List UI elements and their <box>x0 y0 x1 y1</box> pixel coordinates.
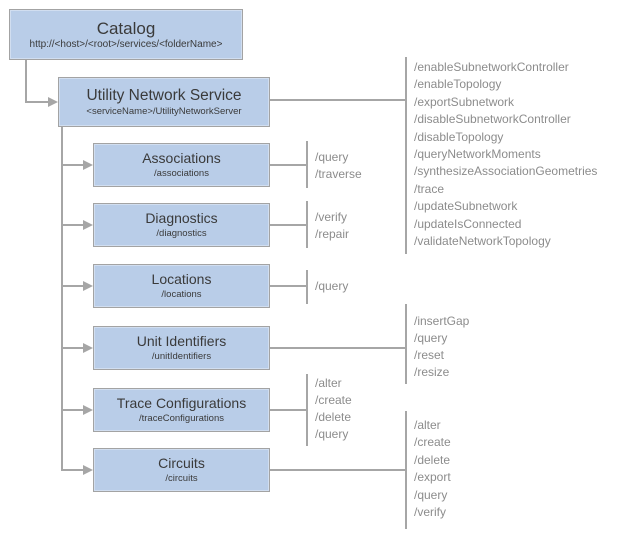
operation-label: /delete <box>315 410 352 424</box>
trace-configurations-url: /traceConfigurations <box>138 412 225 424</box>
connector-branch-circuits <box>61 469 85 471</box>
operation-label: /trace <box>414 181 445 196</box>
operation-label: /query <box>315 279 349 293</box>
connector-catalog-branch <box>25 101 49 103</box>
operation-label: /insertGap <box>414 314 470 328</box>
operation-label: /delete <box>414 452 451 467</box>
circuits-url: /circuits <box>165 472 198 484</box>
operation-label: /resize <box>414 365 450 379</box>
circuits-operations-list: /alter /create /delete /export /query /v… <box>414 417 451 521</box>
operation-label: /enableSubnetworkController <box>414 60 569 74</box>
operation-label: /synthesizeAssociationGeometries <box>414 164 598 179</box>
operation-label: /alter <box>414 418 441 432</box>
operation-label: /create <box>315 393 352 407</box>
associations-operations-list: /query /traverse <box>315 149 362 183</box>
connector-locations-operations <box>270 285 307 287</box>
connector-branch-unit-identifiers <box>61 347 85 349</box>
connector-trace-configurations-operations <box>270 409 307 411</box>
trace-configurations-title: Trace Configurations <box>116 395 247 412</box>
unit-identifiers-url: /unitIdentifiers <box>151 350 212 362</box>
operation-label: /export <box>414 470 451 485</box>
locations-title: Locations <box>151 271 212 288</box>
operation-label: /validateNetworkTopology <box>414 234 551 249</box>
operation-label: /disableTopology <box>414 129 504 144</box>
connector-service-operations <box>270 99 406 101</box>
circuits-title: Circuits <box>158 455 205 472</box>
locations-operations-list: /query <box>315 278 348 295</box>
connector-branch-diagnostics <box>61 224 85 226</box>
connector-catalog-trunk <box>25 60 27 103</box>
locations-node: Locations /locations <box>93 264 270 308</box>
connector-circuits-operations <box>270 469 406 471</box>
associations-url: /associations <box>154 167 209 179</box>
connector-diagnostics-operations <box>270 224 307 226</box>
operation-label: /query <box>414 487 448 502</box>
bar-locations-operations <box>306 270 308 304</box>
operation-label: /query <box>315 150 349 164</box>
bar-service-operations <box>405 57 407 254</box>
operation-label: /query <box>414 331 448 345</box>
connector-associations-operations <box>270 164 307 166</box>
bar-unit-identifiers-operations <box>405 304 407 384</box>
unit-identifiers-operations-list: /insertGap /query /reset /resize <box>414 313 469 381</box>
operation-label: /create <box>414 435 451 450</box>
arrowhead-trace-configurations <box>83 405 93 415</box>
operation-label: /queryNetworkMoments <box>414 147 541 162</box>
operation-label: /verify <box>414 505 447 520</box>
catalog-url: http://<host>/<root>/services/<folderNam… <box>29 39 223 51</box>
service-url: <serviceName>/UtilityNetworkServer <box>86 105 242 117</box>
operation-label: /reset <box>414 348 445 362</box>
operation-label: /query <box>315 427 349 441</box>
trace-configurations-node: Trace Configurations /traceConfiguration… <box>93 388 270 432</box>
arrowhead-circuits <box>83 465 93 475</box>
diagnostics-title: Diagnostics <box>145 210 218 227</box>
connector-branch-locations <box>61 285 85 287</box>
associations-node: Associations /associations <box>93 143 270 187</box>
connector-unit-identifiers-operations <box>270 347 406 349</box>
arrowhead-service <box>48 97 58 107</box>
diagnostics-node: Diagnostics /diagnostics <box>93 203 270 247</box>
operation-label: /enableTopology <box>414 77 502 92</box>
arrowhead-diagnostics <box>83 220 93 230</box>
operation-label: /alter <box>315 376 342 390</box>
associations-title: Associations <box>142 150 221 167</box>
diagnostics-url: /diagnostics <box>156 227 207 239</box>
catalog-title: Catalog <box>96 18 156 38</box>
bar-trace-configurations-operations <box>306 374 308 446</box>
connector-service-trunk <box>61 127 63 471</box>
operation-label: /updateIsConnected <box>414 216 522 231</box>
operation-label: /verify <box>315 210 348 224</box>
unit-identifiers-title: Unit Identifiers <box>136 333 227 350</box>
locations-url: /locations <box>161 288 202 300</box>
trace-configurations-operations-list: /alter /create /delete /query <box>315 375 352 443</box>
unit-identifiers-node: Unit Identifiers /unitIdentifiers <box>93 326 270 370</box>
service-title: Utility Network Service <box>86 87 242 105</box>
service-operations-list: /enableSubnetworkController /enableTopol… <box>414 59 597 250</box>
catalog-node: Catalog http://<host>/<root>/services/<f… <box>9 9 243 60</box>
bar-diagnostics-operations <box>306 201 308 248</box>
operation-label: /updateSubnetwork <box>414 199 518 214</box>
bar-circuits-operations <box>405 411 407 529</box>
utility-network-service-node: Utility Network Service <serviceName>/Ut… <box>58 77 270 127</box>
arrowhead-associations <box>83 160 93 170</box>
arrowhead-locations <box>83 281 93 291</box>
connector-branch-associations <box>61 164 85 166</box>
operation-label: /repair <box>315 227 350 241</box>
bar-associations-operations <box>306 141 308 188</box>
operation-label: /disableSubnetworkController <box>414 112 571 127</box>
arrowhead-unit-identifiers <box>83 343 93 353</box>
operation-label: /traverse <box>315 167 362 181</box>
operation-label: /exportSubnetwork <box>414 94 515 109</box>
connector-branch-trace-configurations <box>61 409 85 411</box>
circuits-node: Circuits /circuits <box>93 448 270 492</box>
diagnostics-operations-list: /verify /repair <box>315 209 349 243</box>
